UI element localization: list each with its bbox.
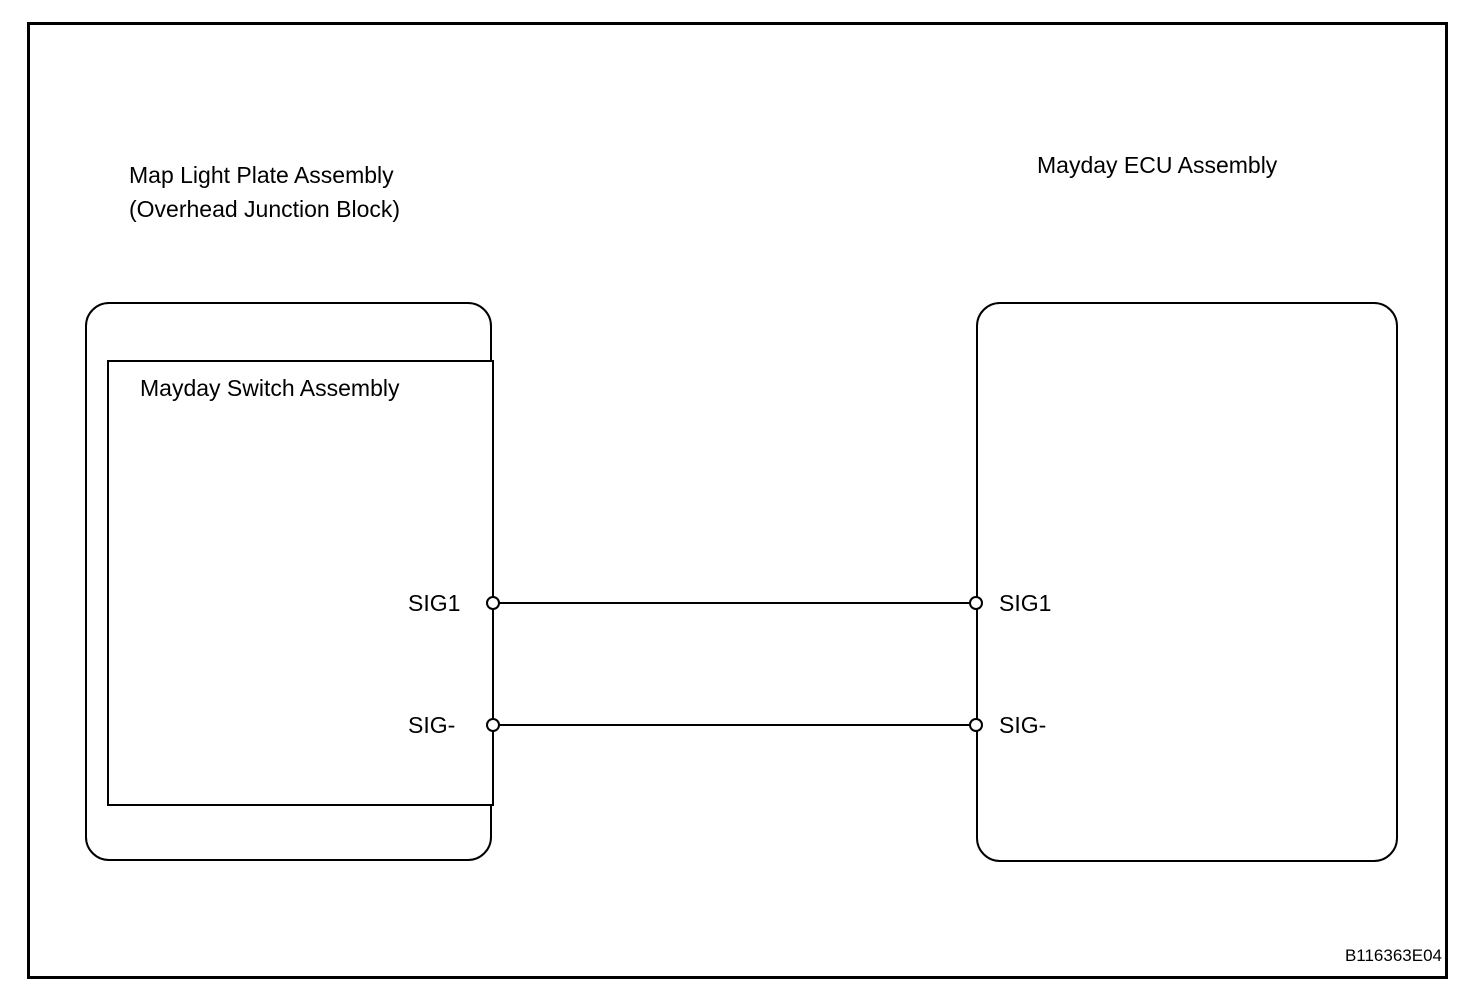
wire-sig-minus bbox=[493, 724, 976, 726]
terminal-circle-left-sig1 bbox=[486, 596, 500, 610]
terminal-circle-right-sig1 bbox=[969, 596, 983, 610]
mayday-ecu-assembly-box bbox=[976, 302, 1398, 862]
left-pin-label-sig-minus: SIG- bbox=[408, 712, 456, 738]
left-block-title: Map Light Plate Assembly (Overhead Junct… bbox=[129, 158, 400, 226]
mayday-switch-assembly-label: Mayday Switch Assembly bbox=[140, 375, 400, 401]
diagram-border-frame bbox=[27, 22, 1448, 979]
wire-sig1 bbox=[493, 602, 976, 604]
left-block-title-line1: Map Light Plate Assembly bbox=[129, 162, 394, 188]
right-block-title: Mayday ECU Assembly bbox=[1037, 152, 1278, 178]
figure-reference-code: B116363E04 bbox=[1344, 946, 1442, 965]
left-pin-label-sig1: SIG1 bbox=[408, 590, 461, 616]
right-pin-label-sig-minus: SIG- bbox=[999, 712, 1047, 738]
left-block-title-line2: (Overhead Junction Block) bbox=[129, 196, 401, 222]
terminal-circle-left-sig-minus bbox=[486, 718, 500, 732]
mayday-switch-assembly-box bbox=[107, 360, 494, 806]
right-pin-label-sig1: SIG1 bbox=[999, 590, 1052, 616]
terminal-circle-right-sig-minus bbox=[969, 718, 983, 732]
